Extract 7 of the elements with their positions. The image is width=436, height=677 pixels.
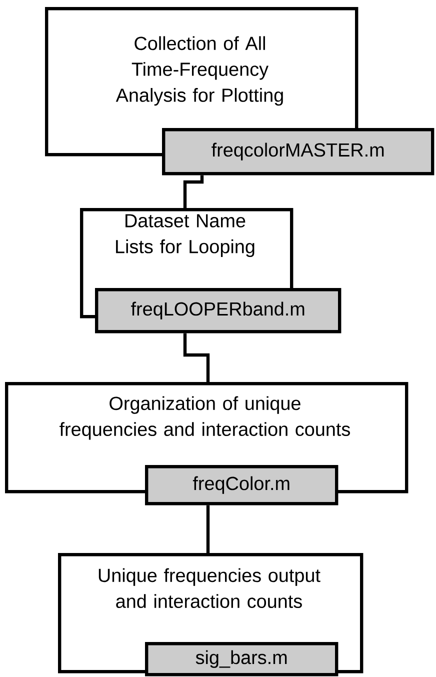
connector-line (206, 505, 210, 553)
connector-line (183, 333, 210, 382)
file-label: freqColor.m (145, 465, 338, 506)
file-label: freqcolorMASTER.m (162, 128, 434, 176)
file-label: sig_bars.m (145, 642, 338, 676)
file-label: freqLOOPERband.m (95, 288, 342, 334)
connector-line (183, 175, 204, 208)
